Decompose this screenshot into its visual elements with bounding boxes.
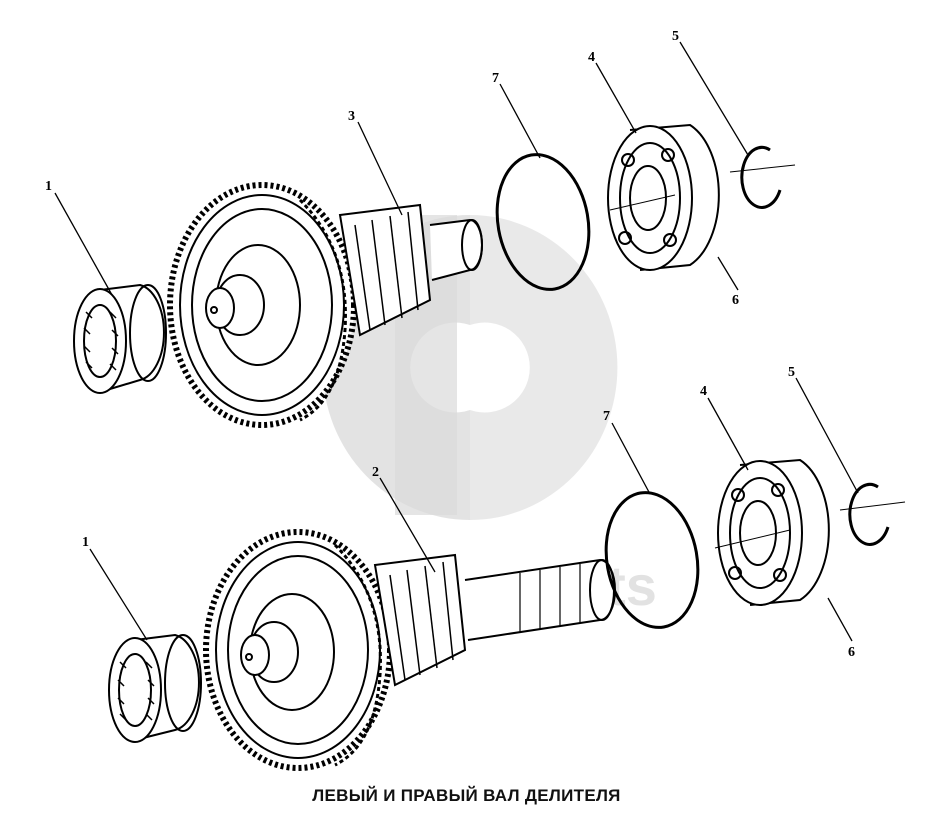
- retaining-ring-5-bottom: [848, 482, 890, 546]
- callout-bottom-2: 2: [372, 465, 379, 480]
- callout-top-5: 5: [672, 29, 679, 44]
- large-gear-bottom: [203, 529, 393, 771]
- roller-bearing-bottom: [108, 633, 202, 743]
- callout-bottom-6: 6: [848, 645, 855, 660]
- roller-bearing-top: [73, 283, 167, 394]
- pinion-shaft-top: [338, 203, 483, 337]
- callout-top-4: 4: [588, 50, 595, 65]
- callout-bottom-4: 4: [700, 384, 707, 399]
- callout-labels: 1 3 7 4 5 6 1 2 7 4 5 6: [45, 29, 855, 660]
- callout-top-1: 1: [45, 179, 52, 194]
- snap-ring-7-top: [495, 153, 591, 291]
- callout-bottom-5: 5: [788, 365, 795, 380]
- diagram-caption: ЛЕВЫЙ И ПРАВЫЙ ВАЛ ДЕЛИТЕЛЯ: [312, 786, 621, 805]
- bottom-assembly: [108, 458, 906, 771]
- leader-lines: [54, 41, 859, 642]
- splined-shaft-bottom: [373, 553, 616, 687]
- callout-top-3: 3: [348, 109, 355, 124]
- ball-bearing-bottom: [714, 458, 830, 606]
- large-gear-top: [167, 182, 357, 428]
- top-assembly: [73, 123, 796, 428]
- callout-bottom-1: 1: [82, 535, 89, 550]
- callout-bottom-7: 7: [603, 409, 610, 424]
- callout-top-7: 7: [492, 71, 499, 86]
- snap-ring-7-bottom: [604, 491, 700, 629]
- callout-top-6: 6: [732, 293, 739, 308]
- retaining-ring-5-top: [740, 145, 782, 209]
- ball-bearing-top: [607, 123, 720, 271]
